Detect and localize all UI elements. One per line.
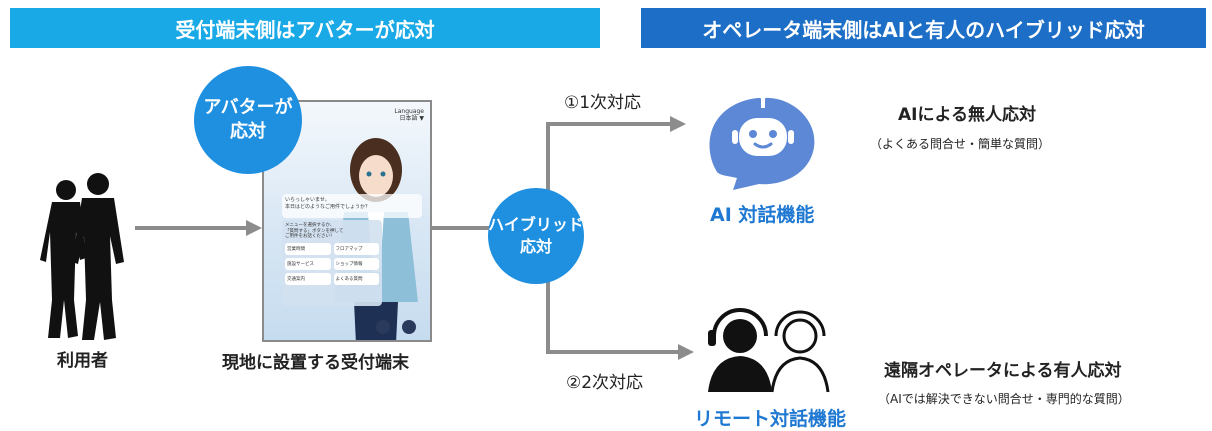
hybrid-badge-line1: ハイブリッド: [488, 215, 584, 235]
kiosk-menu: メニューを選択するか、 「質問する」ボタンを押して ご用件をお話ください！ 営業…: [282, 220, 382, 306]
hybrid-badge: ハイブリッド 応対: [488, 188, 584, 284]
remote-function-label: リモート対話機能: [694, 408, 847, 430]
avatar-badge-line1: アバターが: [203, 96, 293, 118]
kiosk-btn-shops[interactable]: ショップ情報: [333, 257, 379, 270]
kiosk-btn-faq[interactable]: よくある質問: [333, 272, 379, 285]
banner-right: オペレータ端末側はAIと有人のハイブリッド応対: [641, 8, 1206, 48]
kiosk-language[interactable]: Language 日本語 ▼: [394, 108, 424, 122]
kiosk-greeting: いらっしゃいませ。 本日はどのようなご用件でしょうか？: [282, 194, 422, 218]
kiosk-ask-icon[interactable]: [376, 320, 390, 334]
kiosk-screen: Language 日本語 ▼ いらっしゃいませ。 本日はどのようなご用件でしょう…: [262, 100, 432, 342]
arrowhead-kiosk: [246, 220, 262, 236]
menu-note-line3: ご用件をお話ください！: [285, 234, 335, 240]
menu-note-line1: メニューを選択するか、: [285, 223, 335, 228]
menu-note-line2: 「質問する」ボタンを押して: [285, 228, 344, 234]
kiosk-menu-note: メニューを選択するか、 「質問する」ボタンを押して ご用件をお話ください！: [285, 223, 379, 240]
kiosk-btn-access[interactable]: 交通案内: [285, 272, 331, 285]
kiosk-language-label: Language: [394, 108, 424, 115]
avatar-badge: アバターが 応対: [194, 66, 302, 174]
remote-subtitle: （AIでは解決できない問合せ・専門的な質問）: [878, 392, 1130, 406]
arrowhead-remote: [678, 344, 694, 360]
hybrid-badge-line2: 応対: [519, 237, 552, 256]
kiosk-call-icon[interactable]: [402, 320, 416, 334]
branch-first-label: ①1次対応: [564, 93, 642, 113]
kiosk-language-value: 日本語 ▼: [399, 115, 424, 123]
avatar-badge-line2: 応対: [230, 121, 266, 142]
kiosk-greeting-line1: いらっしゃいませ。: [285, 197, 330, 203]
branch-second-label: ②2次対応: [566, 373, 644, 393]
banner-left: 受付端末側はアバターが応対: [10, 8, 600, 48]
kiosk-btn-hours[interactable]: 営業時間: [285, 242, 331, 255]
ai-title: AIによる無人応対: [898, 105, 1036, 125]
ai-subtitle: （よくある問合せ・簡単な質問）: [870, 137, 1051, 151]
kiosk-greeting-line2: 本日はどのようなご用件でしょうか？: [285, 203, 371, 210]
arrowhead-ai: [670, 116, 686, 132]
ai-function-label: AI 対話機能: [710, 204, 815, 226]
chatbot-icon: [709, 89, 815, 190]
kiosk-btn-floormap[interactable]: フロアマップ: [333, 242, 379, 255]
remote-title: 遠隔オペレータによる有人応対: [884, 361, 1122, 381]
user-label: 利用者: [57, 351, 108, 371]
kiosk-caption: 現地に設置する受付端末: [222, 353, 409, 373]
kiosk-btn-services[interactable]: 施設サービス: [285, 257, 331, 270]
